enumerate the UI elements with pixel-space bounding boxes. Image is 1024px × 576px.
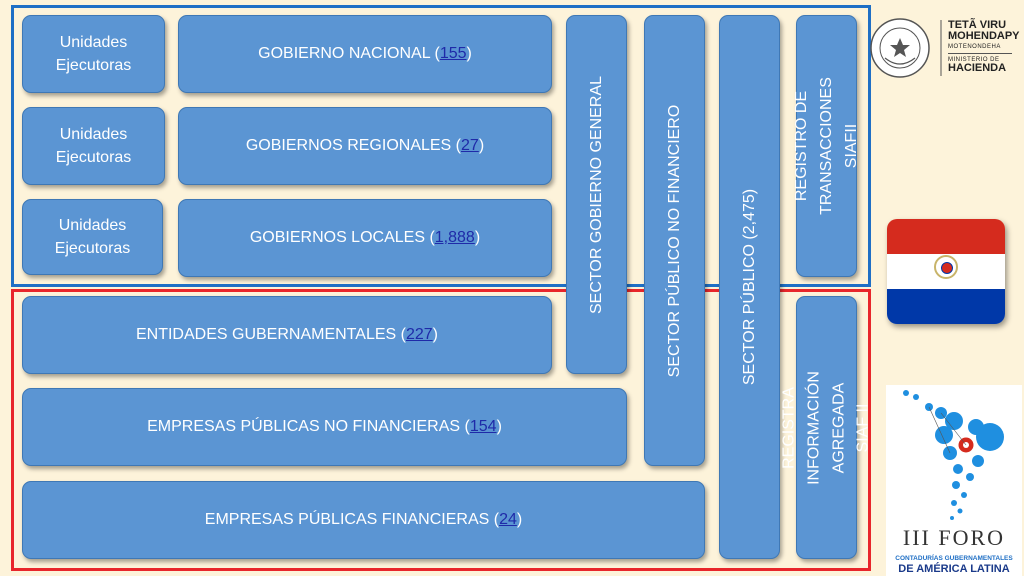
sector-publico-no-financiero-label: SECTOR PÚBLICO NO FINANCIERO [665,104,683,377]
unidades-ejecutoras-label: Unidades Ejecutoras [54,216,131,257]
logo-line4: MINISTERIO DE [948,57,1000,63]
gobierno-nacional-label: GOBIERNO NACIONAL [258,45,431,63]
paraguay-seal-icon [870,18,942,78]
ministerio-hacienda-logo: TETÃ VIRU MOHENDAPY MOTENONDEHA MINISTER… [868,14,1020,82]
gobiernos-locales-count-link[interactable]: 1,888 [434,229,475,247]
registro-transacciones-siafii-column: REGISTRO DE TRANSACCIONES SIAFII [792,15,859,277]
empresas-no-financieras-label: EMPRESAS PÚBLICAS NO FINANCIERAS [147,418,461,436]
forum-line1: CONTADURÍAS GUBERNAMENTALES [895,555,1013,562]
sector-publico-label: SECTOR PÚBLICO (2,475) [740,188,758,386]
logo-line3: MOTENONDEHA [948,44,1001,50]
gobierno-nacional-count-link[interactable]: 155 [439,45,467,63]
registra-informacion-siaf-ii-label: REGISTRA INFORMACIÓN AGREGADA SIAF II [779,370,872,485]
gobiernos-locales-box: GOBIERNOS LOCALES (1,888) [178,199,552,277]
forum-title: III FORO [902,525,1006,550]
empresas-financieras-count-link[interactable]: 24 [499,511,517,529]
gobierno-nacional-box: GOBIERNO NACIONAL (155) [178,15,552,93]
sector-gobierno-general-column: SECTOR GOBIERNO GENERAL [566,15,627,374]
entidades-gubernamentales-count-link[interactable]: 227 [405,326,433,344]
unidades-ejecutoras-label: Unidades Ejecutoras [55,33,132,74]
paraguay-flag-icon [887,219,1005,324]
unidades-ejecutoras-label: Unidades Ejecutoras [55,125,132,166]
unidades-ejecutoras-box: Unidades Ejecutoras [22,15,165,93]
empresas-no-financieras-box: EMPRESAS PÚBLICAS NO FINANCIERAS (154) [22,388,627,466]
gobiernos-locales-label: GOBIERNOS LOCALES [249,229,425,247]
sector-publico-column: SECTOR PÚBLICO (2,475) [719,15,780,559]
flag-coat-of-arms-icon [934,255,958,279]
sector-gobierno-general-label: SECTOR GOBIERNO GENERAL [587,75,605,314]
entidades-gubernamentales-box: ENTIDADES GUBERNAMENTALES (227) [22,296,552,374]
gobiernos-regionales-count-link[interactable]: 27 [461,137,479,155]
logo-line5: HACIENDA [948,62,1007,74]
america-latina-map-icon [903,390,1004,520]
empresas-financieras-label: EMPRESAS PÚBLICAS FINANCIERAS [204,511,490,529]
logo-line1: TETÃ VIRU [948,19,1007,31]
gobiernos-regionales-label: GOBIERNOS REGIONALES [245,137,452,155]
gobierno-general-frame [11,5,871,287]
unidades-ejecutoras-box: Unidades Ejecutoras [22,107,165,185]
empresas-frame [11,289,871,571]
registro-transacciones-siafii-label: REGISTRO DE TRANSACCIONES SIAFII [792,77,859,215]
unidades-ejecutoras-box: Unidades Ejecutoras [22,199,163,275]
empresas-no-financieras-count-link[interactable]: 154 [469,418,497,436]
sector-publico-no-financiero-column: SECTOR PÚBLICO NO FINANCIERO [644,15,705,466]
logo-line2: MOHENDAPY [948,30,1020,42]
entidades-gubernamentales-label: ENTIDADES GUBERNAMENTALES [135,326,397,344]
gobiernos-regionales-box: GOBIERNOS REGIONALES (27) [178,107,552,185]
registra-informacion-siaf-ii-column: REGISTRA INFORMACIÓN AGREGADA SIAF II [780,296,871,559]
forum-line2: DE AMÉRICA LATINA [898,563,1010,575]
empresas-financieras-box: EMPRESAS PÚBLICAS FINANCIERAS (24) [22,481,705,559]
iii-foro-logo: III FORO CONTADURÍAS GUBERNAMENTALES DE … [886,385,1022,576]
